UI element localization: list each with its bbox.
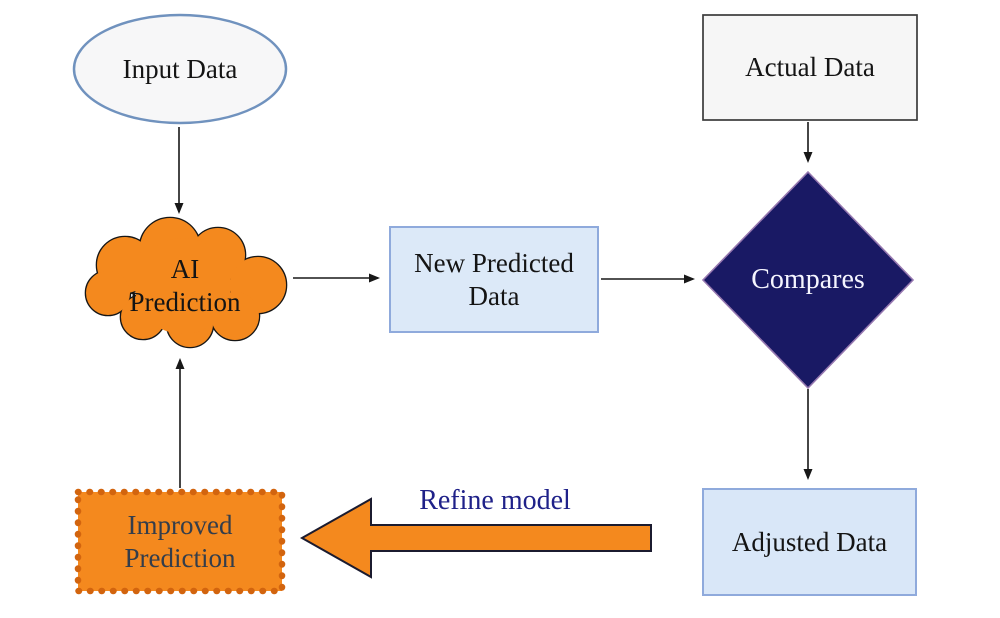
- node-improved-prediction-shape: [74, 488, 286, 595]
- node-input-data-shape: [72, 13, 288, 125]
- refine-model-block-arrow: [299, 497, 652, 579]
- node-adjusted-data-shape: [702, 488, 917, 596]
- node-actual-data-shape: [702, 14, 918, 121]
- node-compares-shape: [701, 170, 915, 390]
- node-ai-prediction-shape: [84, 216, 288, 349]
- node-new-predicted-data-shape: [389, 226, 599, 333]
